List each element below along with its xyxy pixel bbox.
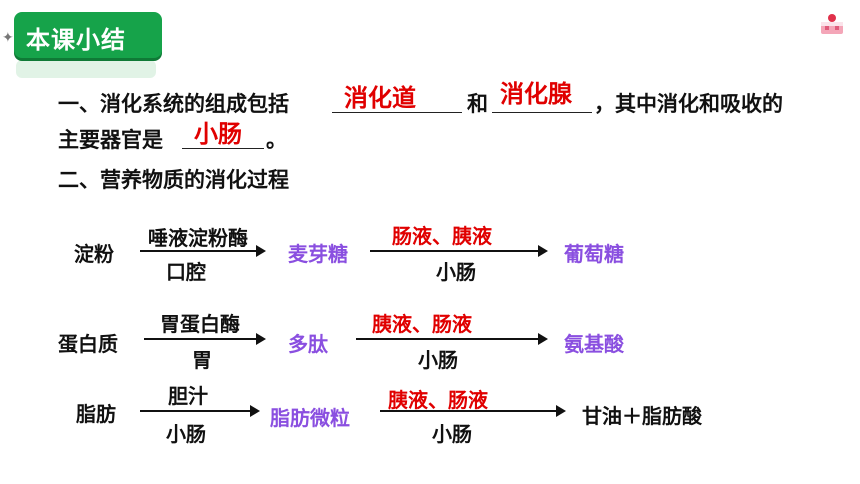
protein-enzyme1: 胃蛋白酶 [160,312,240,336]
protein-intermediate: 多肽 [288,332,328,356]
starch-product: 葡萄糖 [564,242,624,266]
protein-arrow2 [356,333,548,345]
fat-arrow2 [380,405,566,417]
section2-heading: 二、营养物质的消化过程 [58,168,289,192]
fat-product: 甘油＋脂肪酸 [582,404,702,428]
summary-line2-prefix: 主要器官是 [58,128,163,152]
summary-line1-prefix: 一、消化系统的组成包括 [58,92,289,116]
answer3-blank [182,148,264,149]
cake-icon [821,14,843,34]
answer1-blank [332,112,462,113]
starch-place1: 口腔 [166,260,206,284]
slide-title: 本课小结 [26,26,126,54]
fat-arrow1 [140,405,260,417]
fat-enzyme2: 胰液、肠液 [388,388,488,412]
starch-intermediate: 麦芽糖 [288,242,348,266]
answer3-text: 小肠 [194,120,242,148]
protein-place2: 小肠 [418,348,458,372]
starch-enzyme1: 唾液淀粉酶 [148,226,248,250]
title-tab-shadow [16,60,156,78]
protein-arrow1 [144,333,266,345]
summary-line2-suffix: 。 [266,128,287,152]
protein-product: 氨基酸 [564,332,624,356]
starch-arrow2 [370,245,548,257]
summary-line1-mid: 和 [467,92,488,116]
answer1-text: 消化道 [344,84,416,112]
starch-place2: 小肠 [436,260,476,284]
protein-substance: 蛋白质 [58,332,118,356]
fat-enzyme1: 胆汁 [168,384,208,408]
fat-place1: 小肠 [166,422,206,446]
fat-place2: 小肠 [432,422,472,446]
starch-substance: 淀粉 [74,242,114,266]
summary-line1-suffix: ，其中消化和吸收的 [594,92,783,116]
answer2-blank [492,112,592,113]
fat-substance: 脂肪 [76,402,116,426]
protein-place1: 胃 [192,348,212,372]
starch-enzyme2: 肠液、胰液 [392,224,492,248]
decor-pin-icon: ✦ [2,30,14,46]
protein-enzyme2: 胰液、肠液 [372,312,472,336]
answer2-text: 消化腺 [500,80,572,108]
fat-intermediate: 脂肪微粒 [270,406,350,430]
title-tab [14,12,162,58]
starch-arrow1 [140,245,266,257]
